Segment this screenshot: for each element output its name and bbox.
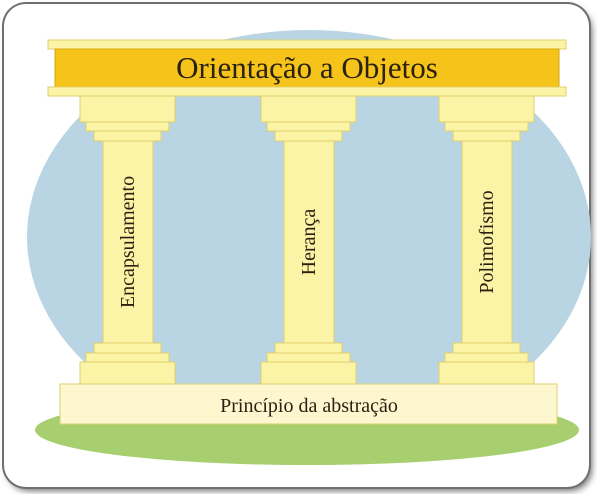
pillar-shaft bbox=[461, 140, 513, 344]
pillar-heranca: Herança bbox=[260, 95, 357, 385]
pillar-label: Encapsulamento bbox=[117, 176, 139, 308]
roof-banner bbox=[54, 48, 560, 88]
roof: Orientação a Objetos bbox=[47, 39, 567, 97]
pillar-shaft bbox=[102, 140, 154, 344]
pillar-label: Polimofismo bbox=[476, 190, 498, 293]
base-label: Princípio da abstração bbox=[220, 395, 398, 417]
pillar-encapsulamento: Encapsulamento bbox=[79, 95, 176, 385]
pillar-shaft bbox=[283, 140, 335, 344]
foundation: Princípio da abstração bbox=[59, 383, 558, 425]
pillar-label: Herança bbox=[298, 209, 320, 276]
roof-label: Orientação a Objetos bbox=[176, 50, 438, 85]
pillar-polimofismo: Polimofismo bbox=[438, 95, 535, 385]
foundation-slab bbox=[59, 383, 558, 425]
